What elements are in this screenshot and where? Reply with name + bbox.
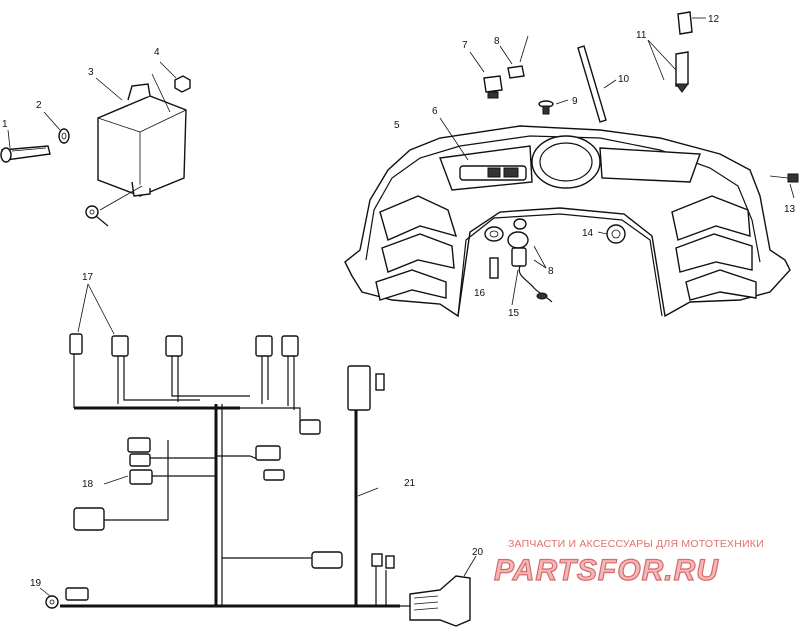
plug-cap-part-12 (677, 11, 706, 35)
callout-2: 2 (36, 100, 42, 111)
module-part-3 (97, 83, 187, 197)
bolt-part-1 (0, 145, 51, 163)
callout-19: 19 (30, 578, 42, 589)
nut-part-4 (174, 75, 191, 93)
callout-7: 7 (462, 40, 468, 51)
screw-part-9 (538, 99, 569, 115)
ignition-switch-part-15 (507, 231, 553, 306)
dashboard-console-part-5 (344, 125, 791, 318)
callout-8-lower: 8 (548, 266, 554, 277)
cap-part-14 (597, 224, 626, 244)
plug-part-11 (647, 39, 689, 93)
callout-14: 14 (582, 228, 594, 239)
callout-3: 3 (88, 67, 94, 78)
callout-15: 15 (508, 308, 520, 319)
antenna-part-10 (577, 45, 617, 123)
callout-18: 18 (82, 479, 94, 490)
callout-17: 17 (82, 272, 94, 283)
callout-6: 6 (432, 106, 438, 117)
indicator-lamp-part-7 (469, 51, 503, 99)
bulb-part-8-lower (513, 218, 527, 230)
callout-13: 13 (784, 204, 796, 215)
harness-connectors-18 (73, 437, 285, 531)
watermark-logo: PARTSFOR.RU (494, 554, 719, 587)
ring-terminal-19 (39, 587, 89, 609)
washer-part-2 (58, 128, 70, 144)
callout-5: 5 (394, 120, 400, 131)
callout-20: 20 (472, 547, 484, 558)
watermark: ЗАПЧАСТИ И АКСЕССУАРЫ ДЛЯ МОТОТЕХНИКИ PA… (493, 538, 764, 588)
callout-1: 1 (2, 119, 8, 130)
callout-8-top: 8 (494, 36, 500, 47)
callout-10: 10 (618, 74, 630, 85)
module-leader-lines (7, 61, 177, 211)
callout-16: 16 (474, 288, 486, 299)
fastener-part-13 (769, 173, 799, 199)
ground-terminal (85, 205, 109, 227)
nut-part-16 (484, 226, 504, 279)
harness-connectors-17 (69, 283, 299, 357)
callout-9: 9 (572, 96, 578, 107)
callout-4: 4 (154, 47, 160, 58)
callout-12: 12 (708, 14, 720, 25)
switch-panel-part-6 (439, 117, 527, 181)
watermark-tagline: ЗАПЧАСТИ И АКСЕССУАРЫ ДЛЯ МОТОТЕХНИКИ (508, 538, 764, 550)
callout-21: 21 (404, 478, 416, 489)
callout-11: 11 (636, 30, 647, 41)
harness-plugs (299, 365, 395, 569)
bulb-part-8-top (499, 35, 529, 79)
main-connector-20 (409, 555, 477, 627)
